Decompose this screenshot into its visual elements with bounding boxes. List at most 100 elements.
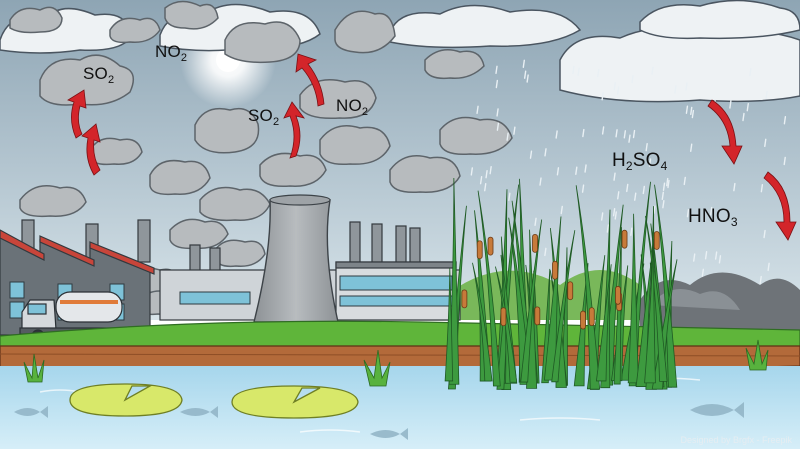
raindrop (749, 67, 752, 77)
raindrop (783, 156, 786, 166)
cattail (615, 285, 621, 305)
raindrop (522, 59, 526, 68)
reed-leaf (645, 215, 668, 382)
falling-arrows (707, 99, 797, 241)
raindrop (733, 182, 736, 192)
raindrop (662, 182, 666, 191)
raindrop (617, 191, 620, 200)
raindrop (529, 150, 533, 159)
raindrop (495, 65, 498, 75)
reed-leaf (551, 230, 576, 383)
cattail (461, 289, 468, 309)
raindrop (615, 129, 618, 138)
raindrop (496, 122, 500, 131)
image-credit: Designed by Brgfx - Freepik (680, 435, 792, 445)
rising-arrows (67, 53, 325, 176)
raindrop (572, 65, 575, 75)
cattail (500, 307, 507, 327)
clouds-white (0, 0, 800, 103)
label-no2-top: NO2 (155, 42, 188, 64)
raindrop (765, 90, 768, 100)
reed-leaf (613, 227, 622, 385)
raindrop (685, 82, 688, 91)
raindrop (470, 167, 474, 176)
raindrop (508, 192, 511, 201)
raindrop (495, 79, 499, 89)
raindrop (690, 106, 693, 116)
cattail (487, 236, 494, 256)
reed-leaf (575, 185, 601, 390)
label-no2-mid: NO2 (336, 96, 369, 118)
raindrop (701, 268, 705, 278)
raindrop (555, 130, 558, 139)
raindrop (479, 175, 483, 185)
raindrop (642, 185, 645, 195)
raindrop (645, 143, 648, 152)
raindrop (612, 208, 616, 217)
raindrop (746, 102, 749, 112)
raindrop (539, 177, 542, 186)
raindrop (575, 166, 578, 175)
raindrop (651, 66, 654, 75)
raindrop (577, 67, 580, 76)
raindrop (534, 217, 537, 227)
raindrop (526, 74, 529, 83)
raindrop (704, 251, 708, 260)
grass-field (0, 320, 800, 349)
raindrop (476, 105, 479, 115)
cattail (552, 260, 558, 280)
raindrop (686, 208, 690, 218)
raindrop (718, 255, 722, 264)
fish-icons (14, 402, 744, 440)
cattail (476, 240, 483, 260)
raindrop (729, 100, 732, 109)
lily-pads (69, 383, 359, 419)
raindrop (484, 182, 487, 192)
raindrop (760, 184, 764, 193)
raindrop (560, 205, 563, 215)
raindrop (616, 86, 620, 95)
reed-leaf (644, 239, 656, 384)
reeds (444, 177, 678, 391)
raindrop (614, 211, 617, 220)
raindrop (714, 251, 718, 260)
raindrop (742, 112, 745, 122)
reed-leaf (573, 263, 589, 387)
raindrop (623, 130, 627, 139)
raindrop (628, 134, 631, 143)
raindrop (581, 184, 585, 193)
raindrop (685, 105, 689, 114)
raindrop (496, 108, 499, 117)
raindrop (666, 177, 669, 187)
raindrop (667, 179, 670, 189)
label-hno3: HNO3 (688, 206, 738, 229)
raindrop (601, 92, 604, 101)
cooling-tower (253, 194, 339, 323)
raindrop (626, 183, 629, 193)
smoke-clouds (9, 0, 513, 316)
cattail (653, 231, 660, 250)
raindrop (634, 192, 637, 201)
raindrop (632, 129, 636, 139)
label-so2-mid: SO2 (248, 106, 280, 128)
raindrop (556, 167, 560, 176)
raindrop (513, 126, 516, 135)
raindrop (631, 74, 634, 84)
cattail (567, 281, 574, 301)
raindrop (661, 191, 665, 201)
cattail (588, 307, 595, 327)
raindrop (630, 227, 633, 236)
raindrop (783, 116, 787, 125)
label-so2-left: SO2 (83, 64, 115, 86)
raindrop (674, 85, 677, 94)
raindrop (544, 247, 547, 257)
raindrop (662, 200, 665, 209)
cattail (621, 229, 628, 249)
raindrop (653, 205, 656, 214)
raindrop (691, 109, 695, 119)
raindrop (763, 229, 766, 239)
raindrop (683, 176, 686, 186)
cattail (580, 310, 586, 330)
